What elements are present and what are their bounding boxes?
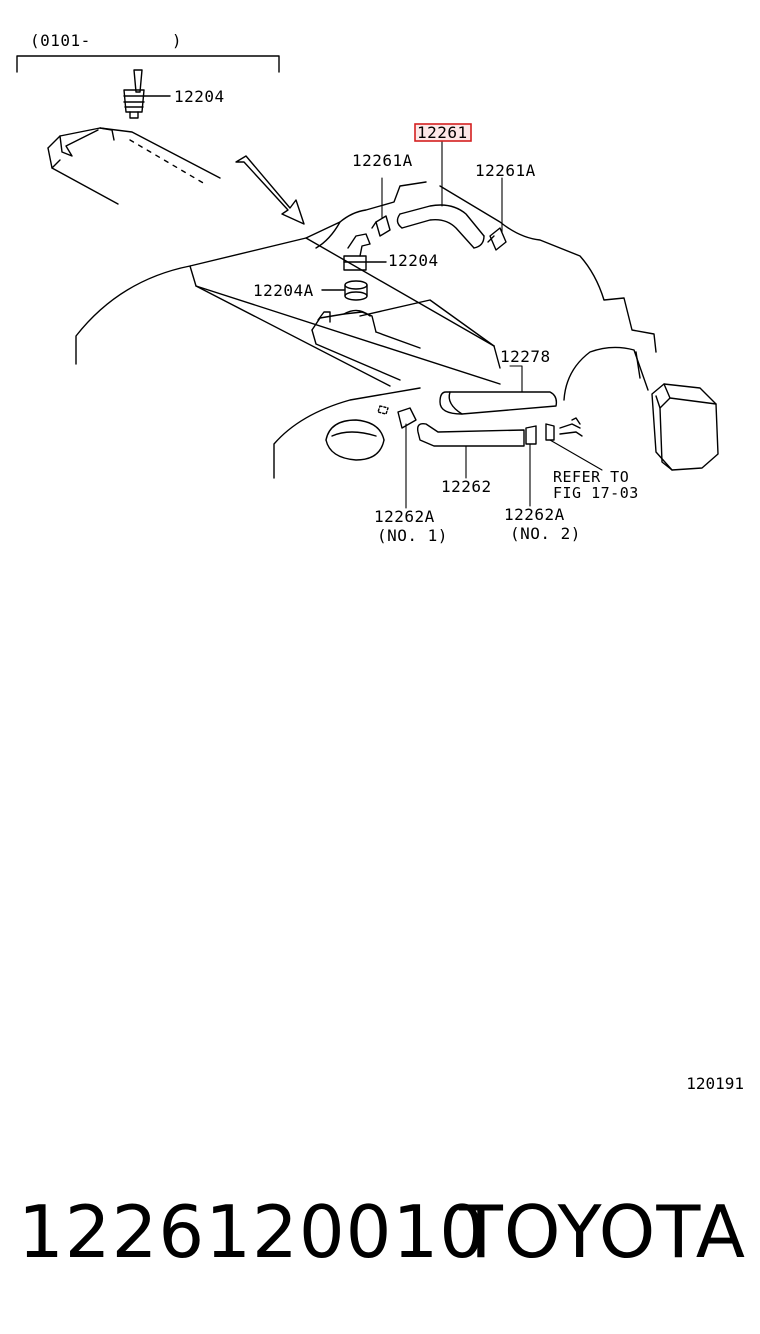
hose-12278	[439, 391, 558, 415]
pcv-valve-mid	[343, 233, 387, 271]
label-12261[interactable]: 12261	[417, 123, 468, 142]
label-12204A[interactable]: 12204A	[253, 281, 314, 300]
clamp-12262A-no1	[377, 405, 417, 429]
highlight-box	[414, 123, 472, 142]
figure-code: 120191	[686, 1074, 744, 1093]
clamp-12261A-left	[371, 215, 391, 237]
label-12204-top[interactable]: 12204	[174, 87, 225, 106]
refer-note-line1: REFER TO	[553, 468, 629, 486]
label-12262[interactable]: 12262	[441, 477, 492, 496]
date-range-label: (0101- )	[30, 31, 182, 50]
part-number: 1226120010	[18, 1190, 487, 1274]
label-12262A-no1[interactable]: 12262A	[374, 507, 435, 526]
hose-12262	[416, 422, 525, 447]
air-cleaner	[651, 383, 719, 471]
direction-arrow	[235, 155, 305, 225]
label-12262A-no1-note: (NO. 1)	[377, 526, 448, 545]
leader-lines	[381, 139, 603, 509]
fitting	[559, 417, 583, 437]
filler-neck	[311, 299, 495, 381]
engine-outline	[75, 181, 657, 479]
hose-12261	[396, 204, 485, 249]
oil-filler-cap	[325, 419, 385, 461]
pcv-valve-top	[123, 69, 171, 119]
label-12261A-left[interactable]: 12261A	[352, 151, 413, 170]
label-12262A-no2[interactable]: 12262A	[504, 505, 565, 524]
clamp-12262A-no2	[525, 423, 555, 445]
refer-note-line2: FIG 17-03	[553, 484, 639, 502]
grommet-12204A	[321, 280, 368, 301]
label-12278[interactable]: 12278	[500, 347, 551, 366]
brand-name: TOYOTA	[458, 1190, 746, 1274]
cylinder-head-cover-top	[47, 127, 221, 205]
date-bracket	[16, 55, 280, 73]
label-12261A-right[interactable]: 12261A	[475, 161, 536, 180]
label-12204-mid[interactable]: 12204	[388, 251, 439, 270]
clamp-12261A-right	[487, 227, 507, 251]
label-12262A-no2-note: (NO. 2)	[510, 524, 581, 543]
parts-diagram: (0101- ) 12204 12261 12261A 12261A 12204…	[16, 31, 719, 545]
